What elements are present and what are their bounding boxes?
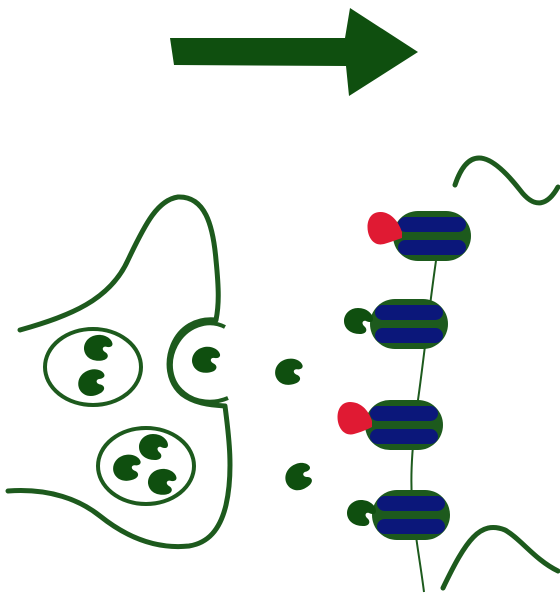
- released-neurotransmitters: [271, 354, 319, 496]
- bound-ligand: [367, 212, 402, 245]
- receptor-with-molecule: [347, 490, 450, 540]
- receptor-bound: [367, 211, 471, 261]
- neurotransmitter-molecule: [271, 354, 308, 390]
- synaptic-vesicle: [96, 426, 196, 506]
- neurotransmitter-molecule: [347, 500, 376, 526]
- bound-ligand: [337, 402, 372, 435]
- neurotransmitter-molecule: [344, 308, 373, 334]
- receptor-with-molecule: [344, 299, 448, 349]
- neurotransmitter-molecule: [189, 343, 224, 377]
- receptor-bound: [337, 400, 443, 450]
- fusing-vesicle: [168, 321, 229, 404]
- neurotransmitter-molecule: [279, 457, 319, 496]
- synaptic-vesicle: [43, 327, 143, 407]
- flow-direction-arrow: [170, 8, 418, 96]
